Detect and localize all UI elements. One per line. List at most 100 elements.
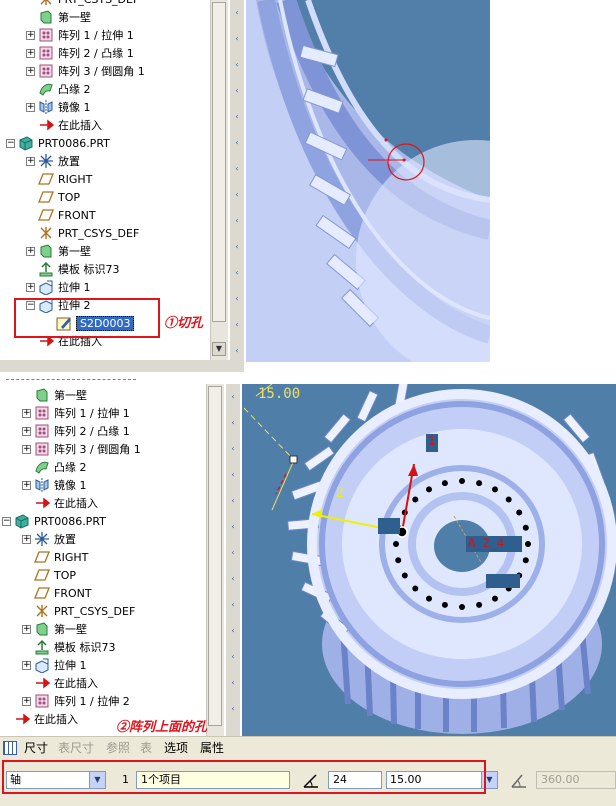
- tab-5[interactable]: 选项: [164, 741, 189, 755]
- pattern-type-select[interactable]: 轴 ▼: [6, 771, 106, 789]
- top-3d-viewport[interactable]: [246, 0, 490, 362]
- bottom-tree-item[interactable]: +镜像 1: [22, 476, 87, 494]
- bottom-tree-item[interactable]: −PRT0086.PRT: [2, 512, 106, 530]
- top-tree-item[interactable]: FRONT: [26, 206, 96, 224]
- expand-icon[interactable]: +: [26, 47, 35, 58]
- dimension-angle-label[interactable]: 15.00: [258, 386, 301, 402]
- tree-item-label: 凸缘 2: [58, 83, 91, 96]
- bottom-tree-item[interactable]: PRT_CSYS_DEF: [22, 602, 135, 620]
- top-tree-item[interactable]: +阵列 1 / 拉伸 1: [26, 26, 134, 44]
- top-tree-item[interactable]: +拉伸 1: [26, 278, 91, 296]
- increment-value: 15.00: [390, 773, 422, 786]
- collapse-icon[interactable]: −: [6, 137, 15, 148]
- expand-icon[interactable]: +: [26, 29, 35, 40]
- dashboard-grid-icon[interactable]: [3, 741, 17, 755]
- bottom-tree-scrollbar[interactable]: [206, 384, 224, 736]
- top-tree-item[interactable]: RIGHT: [26, 170, 92, 188]
- member-count-field[interactable]: 24: [328, 771, 382, 789]
- chevron-down-icon[interactable]: ▼: [89, 772, 105, 788]
- bottom-tree-item[interactable]: 第一壁: [22, 386, 87, 404]
- top-tree-item[interactable]: − 拉伸 2: [26, 296, 91, 314]
- tree-item-label: 第一壁: [58, 11, 91, 24]
- top-tree-item[interactable]: −PRT0086.PRT: [6, 134, 110, 152]
- insert-arrow-icon: [38, 117, 54, 133]
- top-sash[interactable]: [230, 0, 244, 360]
- pattern-dashboard: 尺寸表尺寸参照表选项属性 轴 ▼ 1 1个项目 24 15.00 ▼ 360.0…: [0, 736, 616, 806]
- expand-icon[interactable]: +: [22, 407, 31, 418]
- tree-item-label: 在此插入: [58, 119, 102, 132]
- top-tree-scroll-thumb[interactable]: [212, 2, 226, 322]
- top-tree-item[interactable]: PRT_CSYS_DEF: [26, 224, 139, 242]
- top-tree-item[interactable]: +阵列 3 / 倒圆角 1: [26, 62, 145, 80]
- top-tree-item[interactable]: 在此插入: [26, 332, 102, 350]
- angle-direction-icon[interactable]: [302, 771, 320, 789]
- tab-6[interactable]: 属性: [200, 741, 225, 755]
- top-tree-item[interactable]: S2D0003: [44, 314, 135, 332]
- bottom-tree-item[interactable]: +第一壁: [22, 620, 87, 638]
- bottom-tree-item[interactable]: 模板 标识73: [22, 638, 116, 656]
- tab-4[interactable]: 表: [140, 741, 153, 755]
- tree-item-label: 放置: [54, 533, 76, 546]
- expand-icon[interactable]: +: [26, 281, 35, 292]
- collapse-icon[interactable]: −: [26, 299, 35, 310]
- expand-icon[interactable]: +: [22, 443, 31, 454]
- bottom-tree-item[interactable]: 在此插入: [2, 710, 78, 728]
- bottom-tree-item[interactable]: 在此插入: [22, 494, 98, 512]
- separator: [0, 372, 616, 386]
- pattern-hole: [492, 486, 498, 493]
- pattern-icon: [38, 45, 54, 61]
- expand-icon[interactable]: +: [22, 623, 31, 634]
- bottom-tree-item[interactable]: +阵列 3 / 倒圆角 1: [22, 440, 141, 458]
- flange-icon: [34, 459, 50, 475]
- pattern-hole: [441, 601, 448, 608]
- top-tree-item[interactable]: +阵列 2 / 凸缘 1: [26, 44, 134, 62]
- top-tree-item[interactable]: +第一壁: [26, 242, 91, 260]
- tree-item-label: 拉伸 2: [58, 299, 91, 312]
- tree-item-label: S2D0003: [76, 315, 135, 331]
- bottom-tree-item[interactable]: 凸缘 2: [22, 458, 87, 476]
- bottom-tree-item[interactable]: 在此插入: [22, 674, 98, 692]
- bottom-tree-item[interactable]: +阵列 1 / 拉伸 2: [22, 692, 130, 710]
- bottom-tree-item[interactable]: + 放置: [22, 530, 76, 548]
- top-tree-item[interactable]: PRT_CSYS_DEF: [26, 0, 139, 8]
- bottom-tree-item[interactable]: +阵列 1 / 拉伸 1: [22, 404, 130, 422]
- bottom-3d-viewport[interactable]: 15.00 1 2 A_2_4: [242, 384, 616, 736]
- top-tree-item[interactable]: 第一壁: [26, 8, 91, 26]
- tab-3[interactable]: 参照: [106, 741, 131, 755]
- pattern-hole: [459, 478, 465, 484]
- scroll-down-icon[interactable]: ▼: [212, 342, 226, 356]
- expand-icon[interactable]: +: [22, 533, 31, 544]
- bottom-tree-item[interactable]: FRONT: [22, 584, 92, 602]
- tree-item-label: 在此插入: [54, 497, 98, 510]
- top-tree-item[interactable]: 模板 标识73: [26, 260, 120, 278]
- collapse-icon[interactable]: −: [2, 515, 11, 526]
- top-tree-item[interactable]: TOP: [26, 188, 80, 206]
- top-tree-item[interactable]: 凸缘 2: [26, 80, 91, 98]
- bottom-sash[interactable]: [226, 384, 240, 736]
- first-dir-items-field[interactable]: 1个项目: [136, 771, 290, 789]
- tab-2[interactable]: 表尺寸: [58, 741, 95, 755]
- bottom-tree-item[interactable]: +拉伸 1: [22, 656, 87, 674]
- total-angle-icon[interactable]: [510, 771, 528, 789]
- bottom-tree-item[interactable]: +阵列 2 / 凸缘 1: [22, 422, 130, 440]
- csys-icon: [34, 603, 50, 619]
- top-tree-item[interactable]: +镜像 1: [26, 98, 91, 116]
- pattern-hole: [426, 486, 432, 493]
- template-icon: [38, 261, 54, 277]
- placement-icon: [34, 531, 50, 547]
- bottom-tree-scroll-thumb[interactable]: [208, 386, 222, 726]
- expand-icon[interactable]: +: [22, 659, 31, 670]
- expand-icon[interactable]: +: [22, 695, 31, 706]
- expand-icon[interactable]: +: [26, 65, 35, 76]
- top-tree-scrollbar[interactable]: ▼: [210, 0, 228, 360]
- expand-icon[interactable]: +: [26, 155, 35, 166]
- top-tree-item[interactable]: 在此插入: [26, 116, 102, 134]
- bottom-tree-item[interactable]: RIGHT: [22, 548, 88, 566]
- expand-icon[interactable]: +: [22, 425, 31, 436]
- expand-icon[interactable]: +: [26, 245, 35, 256]
- top-tree-item[interactable]: +放置: [26, 152, 80, 170]
- bottom-tree-item[interactable]: TOP: [22, 566, 76, 584]
- expand-icon[interactable]: +: [22, 479, 31, 490]
- tab-1[interactable]: 尺寸: [24, 741, 49, 755]
- expand-icon[interactable]: +: [26, 101, 35, 112]
